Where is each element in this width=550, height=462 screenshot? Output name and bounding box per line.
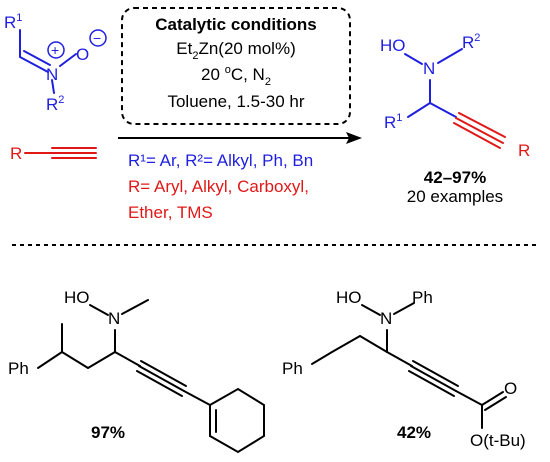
ex2-bond-ch2b-ph (311, 351, 333, 365)
reaction-arrow (118, 132, 362, 144)
nitrone-r2: R2 (46, 94, 64, 114)
product-r1: R1 (384, 112, 402, 132)
example-2-carbonyl-o: O (504, 379, 517, 398)
conditions-temperature: 20 oC, N2 (201, 64, 271, 88)
ex1-triple-2 (138, 365, 185, 392)
product-bond-n-r2 (437, 48, 463, 64)
nitrone-o: O (76, 45, 89, 64)
example-1-ho: HO (64, 288, 90, 307)
ex1-bond-c-alkyne (114, 351, 141, 367)
example-1-structure: HO N Ph (8, 288, 265, 454)
ex2-bond-n-ph (393, 302, 415, 315)
product-bond-c-r1 (407, 102, 431, 118)
ex1-triple-3 (136, 370, 183, 397)
alkyne-r: R (10, 144, 22, 163)
product-examples-count: 20 examples (407, 187, 503, 206)
ex2-bond-o-n (361, 304, 381, 316)
product-structure: HO N R2 R1 R (380, 32, 530, 160)
product-triple-bond-2 (455, 117, 504, 144)
ex1-bond-ch-ph (37, 351, 63, 369)
conditions-dashed-border (121, 7, 351, 125)
product-bond-o-n (404, 53, 423, 65)
example-2-structure: HO N Ph Ph O O(t-Bu) (282, 288, 526, 450)
product-ho: HO (380, 36, 406, 55)
example-2-ho: HO (336, 288, 362, 307)
nitrone-r1: R1 (4, 12, 22, 32)
minus-charge-circle (89, 29, 107, 47)
example-1-n: N (108, 309, 120, 328)
product-r2: R2 (462, 32, 480, 52)
ex2-bond-alkyne-carbonyl (455, 390, 483, 406)
ex2-bond-ch2a-ch2b (331, 335, 361, 353)
conditions-title: Catalytic conditions (155, 15, 317, 34)
ex2-triple-3 (408, 370, 455, 397)
ex1-bond-alkyne-ring (183, 390, 211, 406)
conditions-catalyst: Et2Zn(20 mol%) (176, 39, 296, 62)
example-2-ester-group: O(t-Bu) (470, 431, 526, 450)
cyclohexenyl-ring (209, 387, 265, 454)
ex1-bond-o-n (89, 304, 109, 316)
example-2-n: N (380, 309, 392, 328)
ex1-bond-ch2-ch (61, 351, 89, 369)
product-triple-bond-1 (458, 112, 506, 138)
alkyne-reactant: R (10, 144, 97, 163)
example-2-ph: Ph (282, 359, 303, 378)
nitrone-reactant: R1 N + O − R2 (4, 12, 107, 114)
scope-substituents-alkyne-line1: R= Aryl, Alkyl, Carboxyl, (128, 177, 309, 196)
ex1-triple-1 (140, 360, 187, 387)
minus-charge: − (93, 30, 101, 46)
ex2-carbonyl-double-b (484, 396, 507, 411)
example-1-yield: 97% (91, 423, 125, 442)
conditions-solvent-time: Toluene, 1.5-30 hr (167, 92, 304, 111)
product-triple-bond-3 (453, 122, 501, 149)
scope-substituents-nitrone: R¹= Ar, R²= Alkyl, Ph, Bn (128, 151, 313, 170)
arrow-head (346, 132, 362, 144)
example-2-yield: 42% (397, 423, 431, 442)
nitrone-double-bond-a (19, 56, 49, 73)
ex2-bond-c-ch2a (359, 335, 388, 353)
scope-substituents-alkyne-line2: Ether, TMS (128, 203, 213, 222)
nitrone-n: N (46, 65, 58, 84)
nitrone-bond-r2 (51, 79, 55, 94)
product-r: R (518, 141, 530, 160)
conditions-box: Catalytic conditions Et2Zn(20 mol%) 20 o… (121, 7, 351, 125)
plus-charge: + (51, 42, 59, 58)
ex2-triple-1 (412, 360, 459, 387)
nitrone-double-bond-b (23, 50, 51, 66)
ex2-triple-2 (410, 365, 457, 392)
ex2-bond-c-alkyne (386, 351, 413, 367)
ex1-bond-n-methyl (121, 299, 149, 315)
product-n: N (423, 59, 435, 78)
product-yield-range: 42–97% (424, 168, 486, 187)
example-2-n-phenyl: Ph (412, 288, 433, 307)
product-bond-c-alkyne (429, 102, 457, 118)
example-1-ph: Ph (8, 359, 29, 378)
ex1-bond-c-ch2 (87, 351, 116, 369)
ex2-carbonyl-double-a (481, 391, 504, 406)
plus-charge-circle (47, 41, 65, 59)
nitrone-bond-no (59, 53, 77, 67)
